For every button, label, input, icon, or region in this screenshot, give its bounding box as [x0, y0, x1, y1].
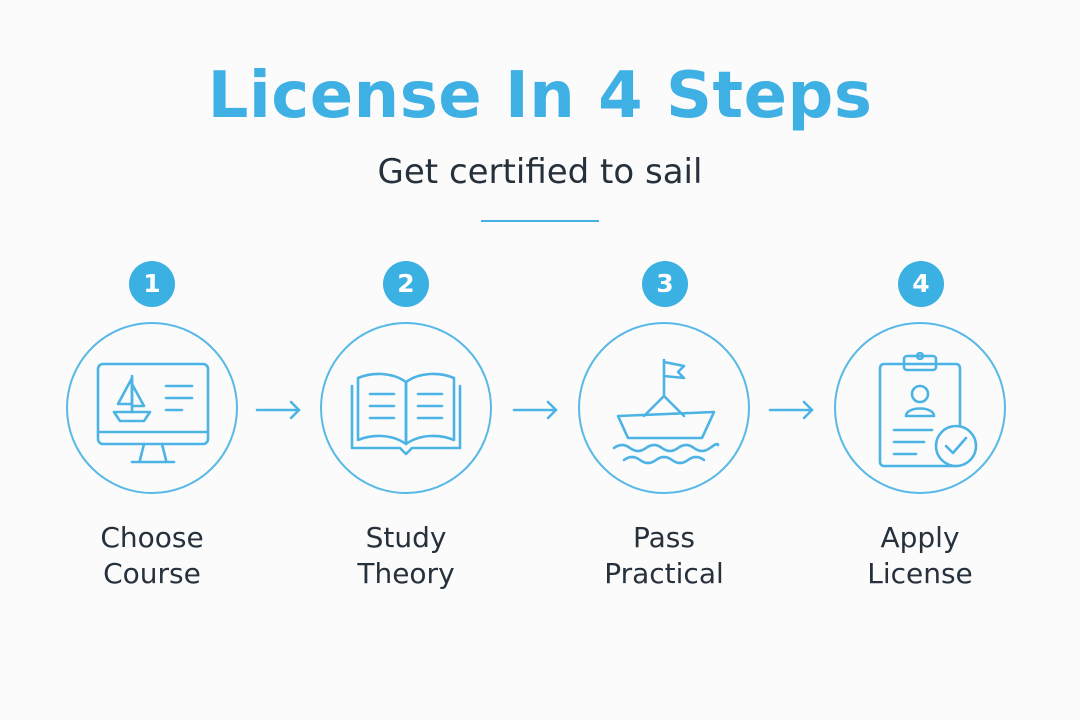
step-icon-circle: [834, 322, 1006, 494]
monitor-sailboat-icon: [96, 362, 210, 464]
step-number-badge: 3: [642, 261, 688, 307]
step-label-line-1: Pass: [633, 521, 695, 554]
step-label-line-1: Apply: [880, 521, 960, 554]
page-title: License In 4 Steps: [207, 59, 873, 133]
step-label-line-2: Theory: [357, 557, 455, 590]
step-label-line-2: License: [867, 557, 973, 590]
step-number-badge: 1: [129, 261, 175, 307]
step-label: Choose Course: [42, 520, 262, 592]
step-number-badge: 4: [898, 261, 944, 307]
step-icon-circle: [578, 322, 750, 494]
page-subtitle: Get certified to sail: [377, 152, 703, 192]
step-number-badge: 2: [383, 261, 429, 307]
step-label-line-1: Choose: [100, 521, 204, 554]
step-icon-circle: [66, 322, 238, 494]
step-label: Study Theory: [296, 520, 516, 592]
arrow-right-icon: [768, 400, 814, 420]
step-label-line-1: Study: [365, 521, 447, 554]
step-label-line-2: Course: [103, 557, 201, 590]
step-icon-circle: [320, 322, 492, 494]
open-book-icon: [350, 372, 462, 456]
boat-on-waves-icon: [612, 358, 720, 465]
arrow-right-icon: [255, 400, 301, 420]
step-label-line-2: Practical: [604, 557, 724, 590]
title-divider: [481, 220, 599, 222]
step-label: Pass Practical: [554, 520, 774, 592]
step-label: Apply License: [810, 520, 1030, 592]
clipboard-check-icon: [878, 351, 978, 468]
arrow-right-icon: [512, 400, 558, 420]
